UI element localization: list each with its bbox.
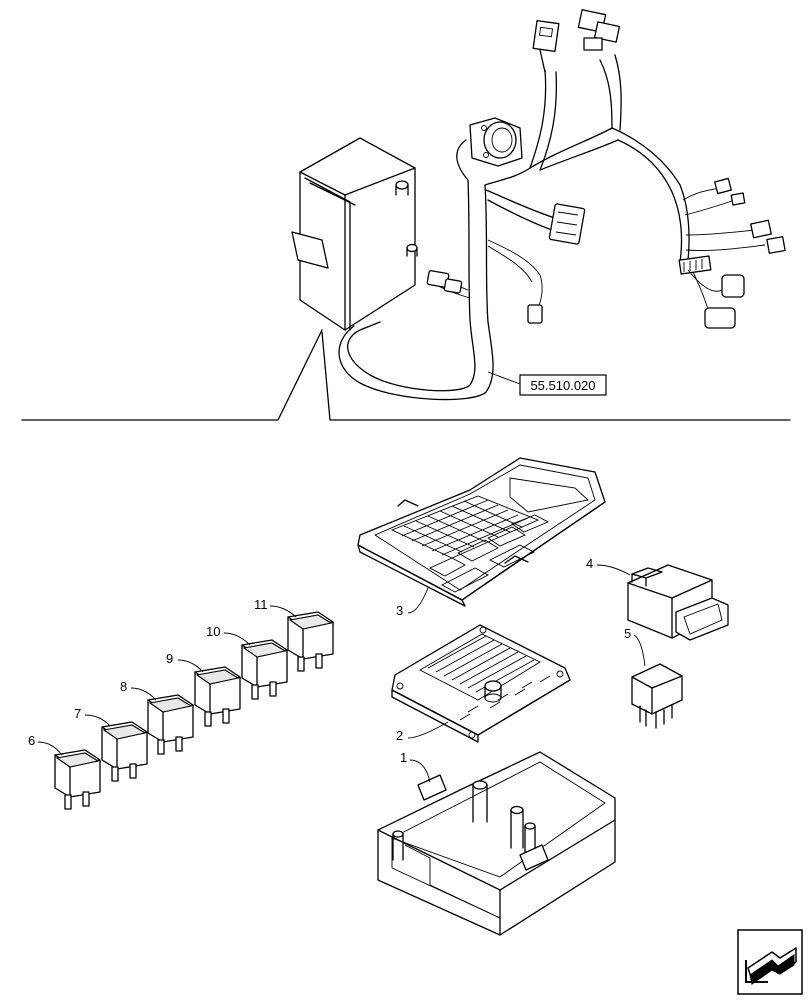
svg-text:9: 9: [166, 651, 173, 666]
svg-text:8: 8: [120, 679, 127, 694]
right-connectors: [678, 177, 786, 329]
callout-5[interactable]: 5: [624, 626, 646, 667]
top-connector-right: [577, 9, 621, 51]
callout-2[interactable]: 2: [396, 721, 449, 743]
callout-10[interactable]: 10: [206, 624, 251, 646]
part-1-base: [377, 751, 616, 936]
mid-connector: [548, 203, 586, 245]
fuses: [54, 611, 334, 810]
fuse-9: [194, 666, 241, 727]
next-page-arrow-icon[interactable]: [737, 929, 803, 995]
svg-text:6: 6: [28, 733, 35, 748]
part-2-board: [391, 624, 571, 743]
part-4-switch: [627, 564, 729, 641]
fuse-box-housing: [291, 137, 463, 331]
part-3-cover: [357, 457, 606, 607]
wiring-harness: [338, 54, 766, 401]
callout-3[interactable]: 3: [396, 587, 429, 618]
callout-4[interactable]: 4: [586, 556, 631, 576]
callout-6[interactable]: 6: [28, 733, 63, 756]
svg-text:2: 2: [396, 728, 403, 743]
svg-text:4: 4: [586, 556, 593, 571]
svg-text:7: 7: [74, 706, 81, 721]
callout-11[interactable]: 11: [254, 597, 297, 618]
svg-text:10: 10: [206, 624, 220, 639]
small-bottom-connector: [527, 304, 543, 324]
callout-9[interactable]: 9: [166, 651, 204, 673]
svg-text:3: 3: [396, 603, 403, 618]
fuse-8: [147, 694, 194, 755]
top-connector-left: [532, 19, 560, 73]
fuse-11: [287, 611, 334, 672]
fuse-6: [54, 749, 101, 810]
callout-1[interactable]: 1: [400, 750, 431, 783]
divider-leader-left: [21, 329, 323, 421]
svg-text:5: 5: [624, 626, 631, 641]
svg-text:11: 11: [254, 597, 268, 612]
divider-leader-right: [321, 331, 791, 421]
fuse-7: [101, 721, 148, 782]
part-5-relay: [631, 663, 683, 729]
round-connector: [469, 117, 523, 167]
callout-7[interactable]: 7: [74, 706, 111, 727]
reference-text: 55.510.020: [530, 378, 595, 393]
reference-label[interactable]: 55.510.020: [487, 371, 607, 396]
fuse-10: [241, 639, 288, 700]
callout-8[interactable]: 8: [120, 679, 157, 701]
svg-text:1: 1: [400, 750, 407, 765]
